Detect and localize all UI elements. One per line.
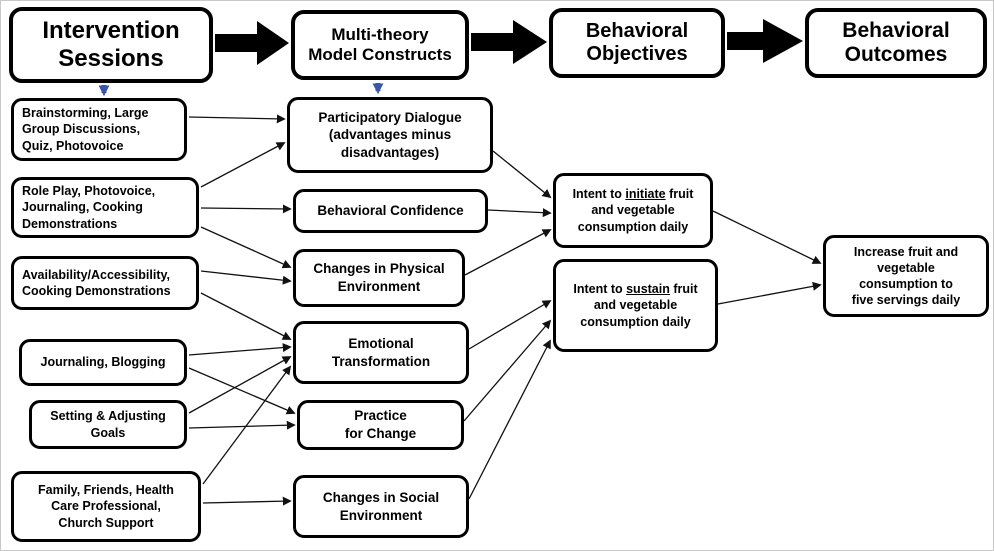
outcome-increase-consumption: Increase fruit and vegetable consumption…	[823, 235, 989, 317]
construct-social-environment: Changes in Social Environment	[293, 475, 469, 538]
construct-emotional-transformation: Emotional Transformation	[293, 321, 469, 384]
construct-participatory-dialogue: Participatory Dialogue (advantages minus…	[287, 97, 493, 173]
edge-objective-sustain-outcome	[717, 281, 822, 305]
edge-construct-5-objective-sustain	[463, 319, 552, 422]
header-mtm-constructs: Multi-theory Model Constructs	[291, 10, 469, 80]
edge-objective-initiate-outcome	[712, 210, 822, 264]
edge-sessions-2-construct-3	[200, 226, 292, 269]
edge-sessions-2-construct-2	[200, 204, 292, 214]
edge-construct-3-objective-initiate	[464, 229, 552, 276]
underlined-word-sustain: sustain	[626, 282, 670, 297]
edge-sessions-3-construct-4	[200, 292, 292, 340]
block-arrow-objectives-to-outcomes	[727, 19, 803, 63]
edge-sessions-2-construct-1	[200, 142, 286, 188]
session-goals: Setting & Adjusting Goals	[29, 400, 187, 449]
session-role-play: Role Play, Photovoice, Journaling, Cooki…	[11, 177, 199, 238]
objective-initiate: Intent to initiate fruit and vegetable c…	[553, 173, 713, 248]
block-arrow-constructs-to-objectives	[471, 20, 547, 64]
edge-sessions-6-construct-6	[202, 496, 292, 506]
header-behavioral-objectives: Behavioral Objectives	[549, 8, 725, 78]
edge-sessions-6-construct-4	[202, 365, 292, 485]
edge-sessions-5-construct-4	[188, 356, 292, 414]
construct-physical-environment: Changes in Physical Environment	[293, 249, 465, 307]
edge-construct-1-objective-initiate	[492, 150, 552, 199]
edge-construct-6-objective-sustain	[468, 339, 551, 500]
edge-sessions-5-construct-5	[188, 420, 296, 430]
edge-sessions-4-construct-5	[188, 367, 296, 415]
objective-sustain-text: Intent to sustain fruit and vegetable co…	[573, 282, 698, 329]
edge-sessions-3-construct-3	[200, 270, 292, 285]
construct-behavioral-confidence: Behavioral Confidence	[293, 189, 488, 233]
session-social-support: Family, Friends, Health Care Professiona…	[11, 471, 201, 542]
objective-sustain: Intent to sustain fruit and vegetable co…	[553, 259, 718, 352]
edge-sessions-4-construct-4	[188, 343, 292, 356]
block-arrow-sessions-to-constructs	[215, 21, 289, 65]
construct-practice-for-change: Practice for Change	[297, 400, 464, 450]
edge-sessions-1-construct-1	[188, 114, 286, 124]
session-availability: Availability/Accessibility, Cooking Demo…	[11, 256, 199, 310]
underlined-word-initiate: initiate	[625, 187, 666, 202]
edge-construct-2-objective-initiate	[487, 208, 552, 218]
edge-construct-4-objective-sustain	[468, 300, 552, 350]
session-brainstorming: Brainstorming, Large Group Discussions, …	[11, 98, 187, 161]
header-behavioral-outcomes: Behavioral Outcomes	[805, 8, 987, 78]
header-intervention-sessions: Intervention Sessions	[9, 7, 213, 83]
session-journaling-blogging: Journaling, Blogging	[19, 339, 187, 386]
objective-initiate-text: Intent to initiate fruit and vegetable c…	[572, 187, 694, 234]
